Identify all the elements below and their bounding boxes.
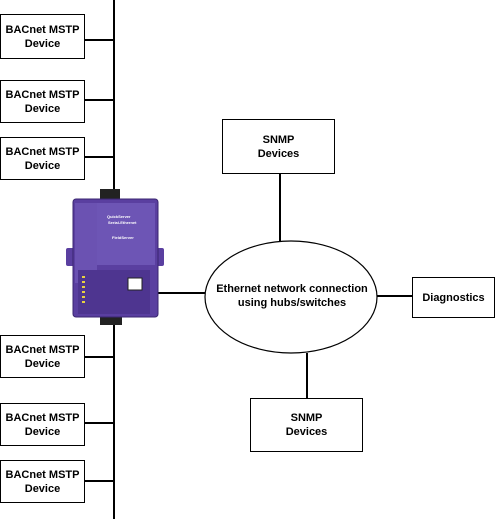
gateway-top-connector — [100, 189, 120, 199]
diagnostics-label: Diagnostics — [422, 291, 485, 304]
device-label-line1: BACnet MSTP — [5, 343, 80, 356]
gateway-terminal-strip — [75, 203, 97, 283]
gateway-status-leds — [82, 276, 85, 303]
device-label-line1: BACnet MSTP — [5, 145, 80, 158]
gateway-subtitle-label: Serial-Ethernet — [108, 220, 137, 225]
snmp-label-line2: Devices — [285, 426, 328, 438]
device-label-line2: Device — [24, 482, 61, 495]
quickserver-gateway: QuickServer Serial-Ethernet FieldServer — [66, 189, 164, 325]
device-label-line1: BACnet MSTP — [5, 88, 80, 101]
snmp-label-line2: Devices — [257, 147, 300, 160]
device-label-line2: Device — [24, 357, 61, 370]
device-label-line2: Device — [24, 159, 61, 172]
device-label-line2: Device — [24, 425, 61, 438]
network-label: Ethernet network connection using hubs/s… — [205, 282, 379, 310]
gateway-front-panel — [97, 203, 155, 265]
device-label-line2: Device — [24, 102, 61, 115]
network-label-line2: using hubs/switches — [237, 297, 347, 309]
gateway-product-label: QuickServer — [107, 214, 131, 219]
gateway-lower-panel — [78, 270, 150, 314]
snmp-label-line1: SNMP — [262, 133, 295, 146]
snmp-label-line1: SNMP — [290, 412, 323, 424]
device-label-line1: BACnet MSTP — [5, 468, 80, 481]
diagnostics-box: Diagnostics — [412, 277, 495, 318]
device-label-line1: BACnet MSTP — [5, 23, 80, 36]
gateway-port — [127, 277, 143, 291]
snmp-devices-box-bottom: SNMP Devices — [250, 398, 363, 452]
device-label-line1: BACnet MSTP — [5, 411, 80, 424]
gateway-bottom-connector — [100, 316, 122, 325]
gateway-brand-label: FieldServer — [112, 235, 134, 240]
network-label-line1: Ethernet network connection — [216, 283, 368, 295]
device-label-line2: Device — [24, 37, 61, 50]
network-ellipse — [204, 240, 378, 354]
